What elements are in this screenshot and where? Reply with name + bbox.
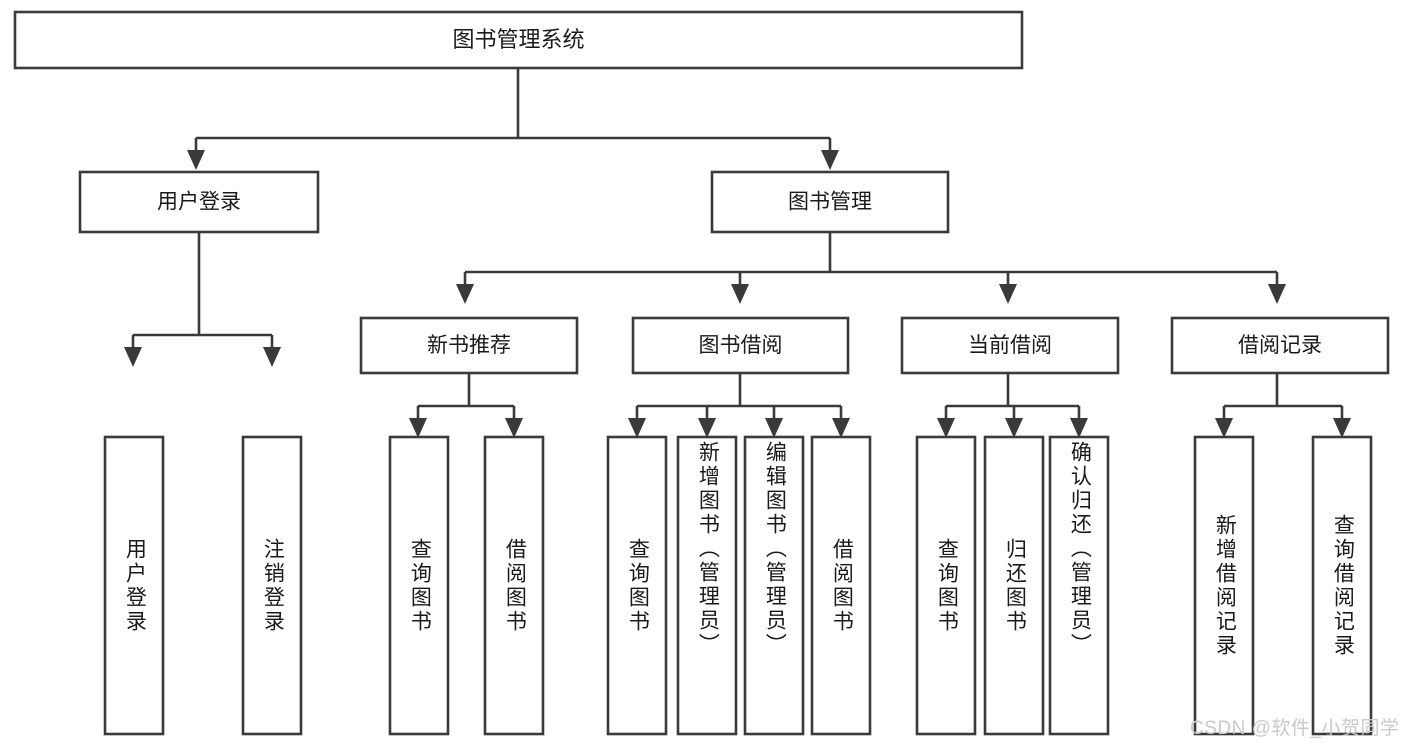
node-leaf-confirm-return[interactable] xyxy=(1048,435,1110,736)
node-box[interactable] xyxy=(915,435,977,736)
arrow-head-icon xyxy=(263,347,281,367)
node-label: 新书推荐 xyxy=(427,334,511,357)
node-box[interactable] xyxy=(1311,435,1373,736)
node-box[interactable] xyxy=(743,435,805,736)
arrow-head-icon xyxy=(1268,284,1286,304)
node-book-borrow[interactable]: 图书借阅 xyxy=(631,316,850,375)
node-box[interactable] xyxy=(810,435,872,736)
arrow-head-icon xyxy=(456,284,474,304)
node-leaf-query-book-1[interactable] xyxy=(388,435,450,736)
arrow-head-icon xyxy=(698,418,716,438)
arrow-head-icon xyxy=(409,418,427,438)
node-box[interactable] xyxy=(78,170,320,234)
node-box[interactable] xyxy=(1193,435,1255,736)
node-box[interactable] xyxy=(103,435,165,736)
arrow-head-icon xyxy=(999,284,1017,304)
connector-bus-root xyxy=(187,68,839,170)
node-leaf-user-login[interactable] xyxy=(103,435,165,736)
connector-bus-borrow-record xyxy=(1215,373,1351,438)
node-book-manage[interactable]: 图书管理 xyxy=(710,170,950,234)
node-leaf-return-book[interactable] xyxy=(983,435,1045,736)
node-box[interactable] xyxy=(1170,316,1390,375)
arrow-head-icon xyxy=(821,150,839,170)
node-box[interactable] xyxy=(606,435,668,736)
node-box[interactable] xyxy=(676,435,738,736)
connector-bus-current-borrow xyxy=(937,373,1088,438)
node-box[interactable] xyxy=(388,435,450,736)
csdn-watermark: CSDN @软件_小贺同学 xyxy=(1190,718,1400,739)
connector-bus-user-login xyxy=(124,232,281,367)
node-leaf-add-record[interactable] xyxy=(1193,435,1255,736)
node-label: 图书管理系统 xyxy=(452,27,584,52)
node-leaf-borrow-book-1[interactable] xyxy=(483,435,545,736)
node-new-book-rec[interactable]: 新书推荐 xyxy=(359,316,579,375)
arrow-head-icon xyxy=(1005,418,1023,438)
node-box[interactable] xyxy=(900,316,1120,375)
connectors-layer xyxy=(124,68,1351,438)
node-box[interactable] xyxy=(241,435,303,736)
arrow-head-icon xyxy=(505,418,523,438)
arrow-head-icon xyxy=(937,418,955,438)
node-leaf-edit-book[interactable] xyxy=(743,435,805,736)
arrow-head-icon xyxy=(731,284,749,304)
node-box[interactable] xyxy=(483,435,545,736)
node-borrow-record[interactable]: 借阅记录 xyxy=(1170,316,1390,375)
node-leaf-query-record[interactable] xyxy=(1311,435,1373,736)
arrow-head-icon xyxy=(832,418,850,438)
node-root[interactable]: 图书管理系统 xyxy=(13,10,1024,70)
arrow-head-icon xyxy=(1215,418,1233,438)
node-label: 当前借阅 xyxy=(968,334,1052,357)
arrow-head-icon xyxy=(628,418,646,438)
node-label: 用户登录 xyxy=(157,191,241,214)
arrow-head-icon xyxy=(187,150,205,170)
node-box[interactable] xyxy=(359,316,579,375)
arrow-head-icon xyxy=(1070,418,1088,438)
connector-bus-book-manage xyxy=(456,232,1286,304)
node-leaf-add-book[interactable] xyxy=(676,435,738,736)
connector-bus-new-book-rec xyxy=(409,373,523,438)
node-box[interactable] xyxy=(983,435,1045,736)
node-box[interactable] xyxy=(13,10,1024,70)
node-leaf-query-book-3[interactable] xyxy=(915,435,977,736)
node-box[interactable] xyxy=(710,170,950,234)
node-leaf-borrow-book-2[interactable] xyxy=(810,435,872,736)
node-label: 借阅记录 xyxy=(1238,334,1322,357)
node-box[interactable] xyxy=(1048,435,1110,736)
node-box[interactable] xyxy=(631,316,850,375)
node-leaf-logout[interactable] xyxy=(241,435,303,736)
node-current-borrow[interactable]: 当前借阅 xyxy=(900,316,1120,375)
node-label: 图书借阅 xyxy=(699,334,783,357)
arrow-head-icon xyxy=(765,418,783,438)
arrow-head-icon xyxy=(1333,418,1351,438)
node-label: 图书管理 xyxy=(788,191,872,214)
connector-bus-book-borrow xyxy=(628,373,850,438)
node-user-login[interactable]: 用户登录 xyxy=(78,170,320,234)
node-leaf-query-book-2[interactable] xyxy=(606,435,668,736)
arrow-head-icon xyxy=(124,347,142,367)
